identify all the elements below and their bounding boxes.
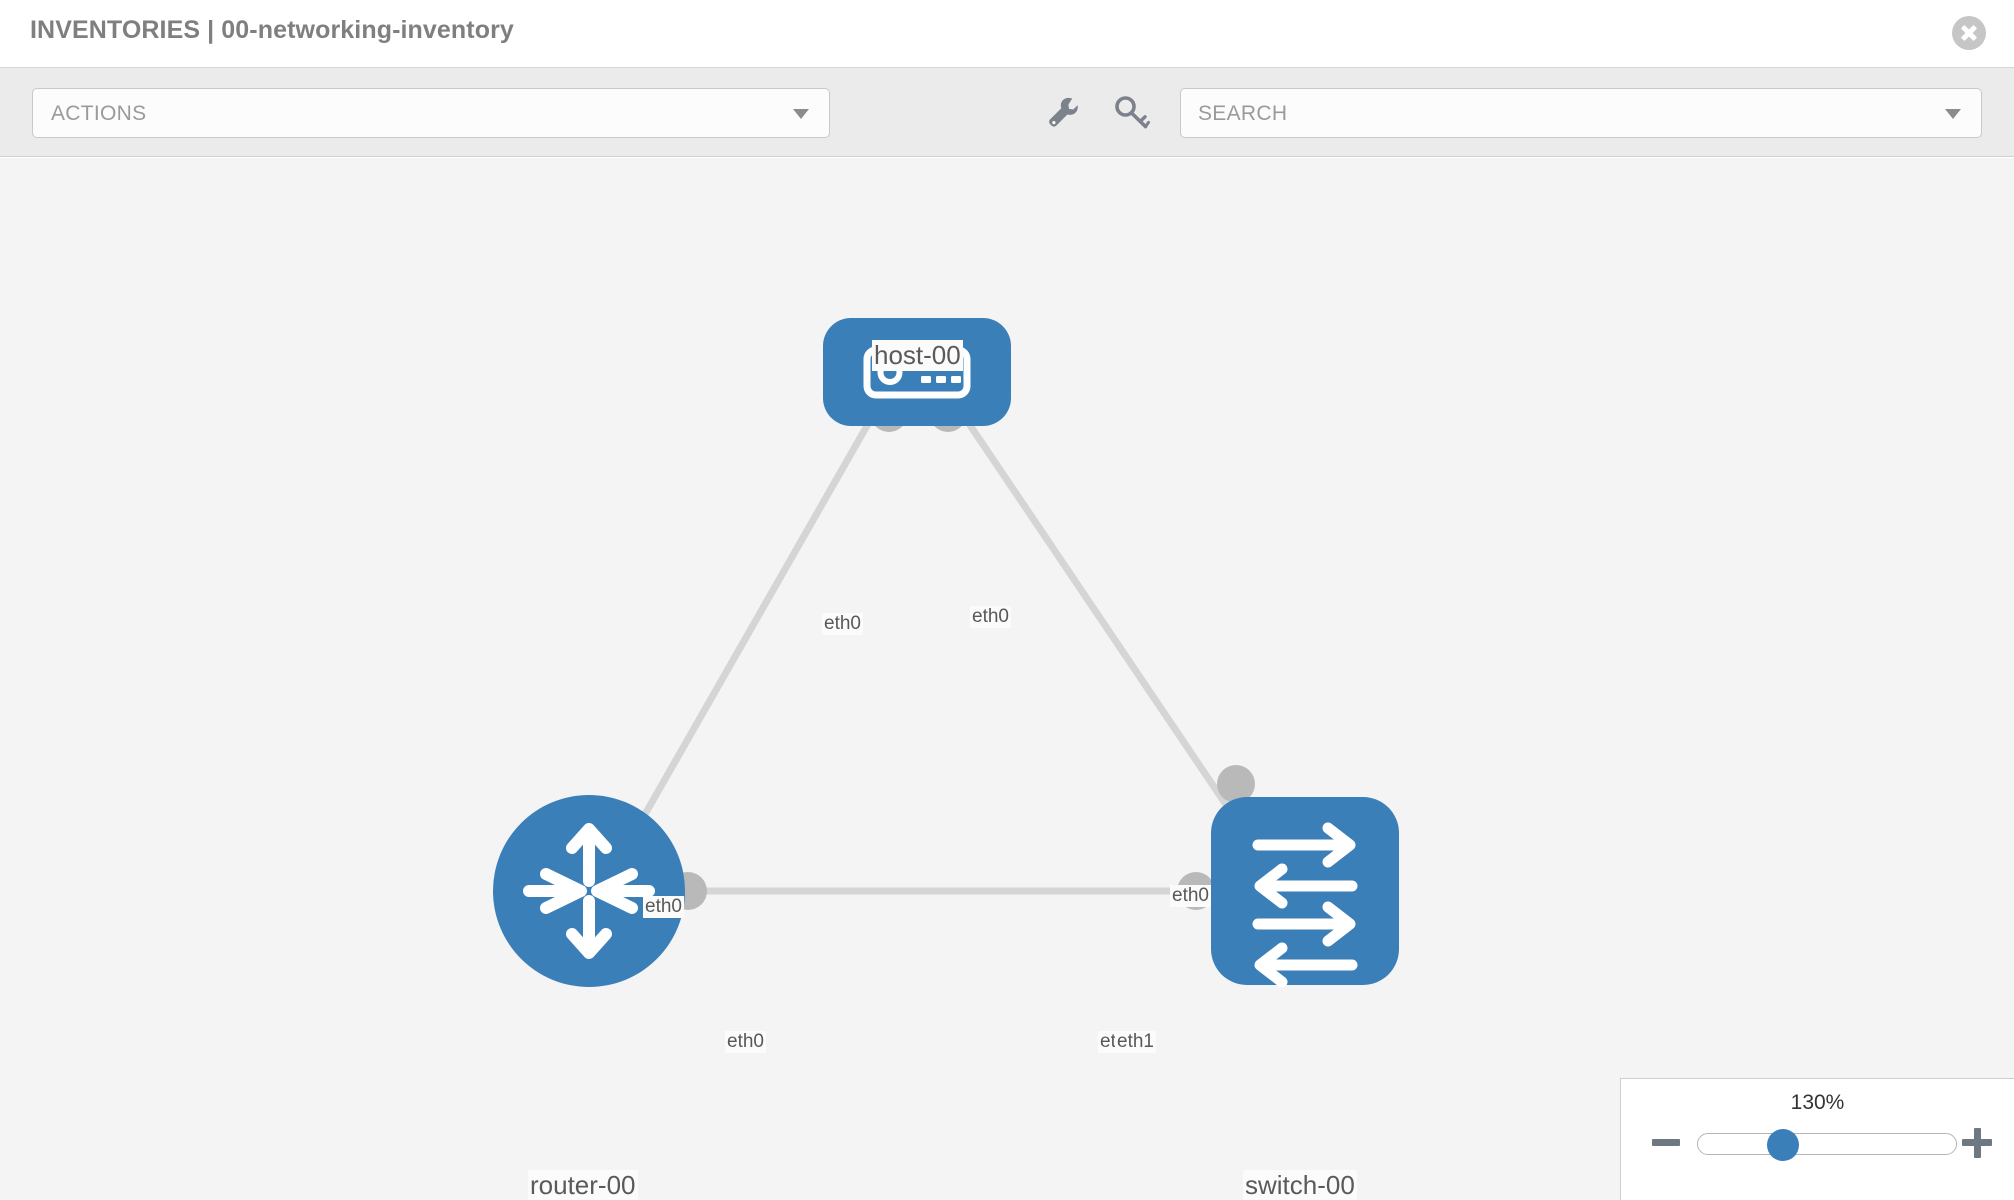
topology-canvas[interactable]: host-00 router-00 switch-00 eth0 eth0 et… (0, 158, 2014, 1200)
zoom-slider-thumb[interactable] (1767, 1129, 1799, 1161)
iface-label-switch-to-host: eth0 (1170, 885, 1211, 907)
plus-icon[interactable] (1960, 1126, 1994, 1160)
iface-label-router-to-switch: eth0 (725, 1031, 766, 1053)
link-host-router (616, 401, 884, 860)
close-icon[interactable] (1952, 16, 1986, 50)
toolbar: ACTIONS SEARCH (0, 68, 2014, 157)
node-label-router-00: router-00 (528, 1170, 638, 1200)
switch-arrows-icon (1252, 822, 1358, 988)
router-arrows-icon (523, 823, 655, 959)
connector-group (669, 394, 1255, 910)
topology-graph (493, 318, 1399, 988)
minus-icon[interactable] (1649, 1126, 1683, 1160)
iface-label-router-to-host: eth0 (643, 896, 684, 918)
minus-icon-bar (1652, 1139, 1680, 1146)
node-switch-00[interactable] (1211, 797, 1399, 988)
iface-label-switch-to-router: eth1 (1115, 1031, 1156, 1053)
plus-icon-bar-v (1973, 1128, 1981, 1158)
node-router-00[interactable] (493, 795, 685, 987)
zoom-level-label: 130% (1790, 1091, 1845, 1114)
zoom-slider-track[interactable] (1697, 1133, 1957, 1155)
page-title: INVENTORIES | 00-networking-inventory (30, 16, 514, 44)
zoom-control-panel: 130% (1620, 1078, 2014, 1200)
link-host-switch (952, 401, 1265, 860)
iface-label-host-to-switch: eth0 (970, 606, 1011, 628)
header-bar: INVENTORIES | 00-networking-inventory (0, 0, 2014, 68)
node-label-host-00: host-00 (872, 340, 963, 371)
wrench-icon[interactable] (1044, 94, 1082, 132)
iface-label-host-to-router: eth0 (822, 613, 863, 635)
search-placeholder: SEARCH (1198, 102, 1288, 125)
actions-dropdown-label: ACTIONS (51, 102, 147, 125)
chevron-down-icon (793, 109, 809, 119)
search-input[interactable]: SEARCH (1180, 88, 1982, 138)
link-group (616, 401, 1265, 895)
connector-switch-top (1217, 765, 1255, 803)
node-host-00[interactable] (823, 318, 1011, 426)
chevron-down-icon[interactable] (1945, 109, 1961, 119)
node-label-switch-00: switch-00 (1243, 1170, 1357, 1200)
key-icon[interactable] (1112, 94, 1150, 132)
actions-dropdown[interactable]: ACTIONS (32, 88, 830, 138)
